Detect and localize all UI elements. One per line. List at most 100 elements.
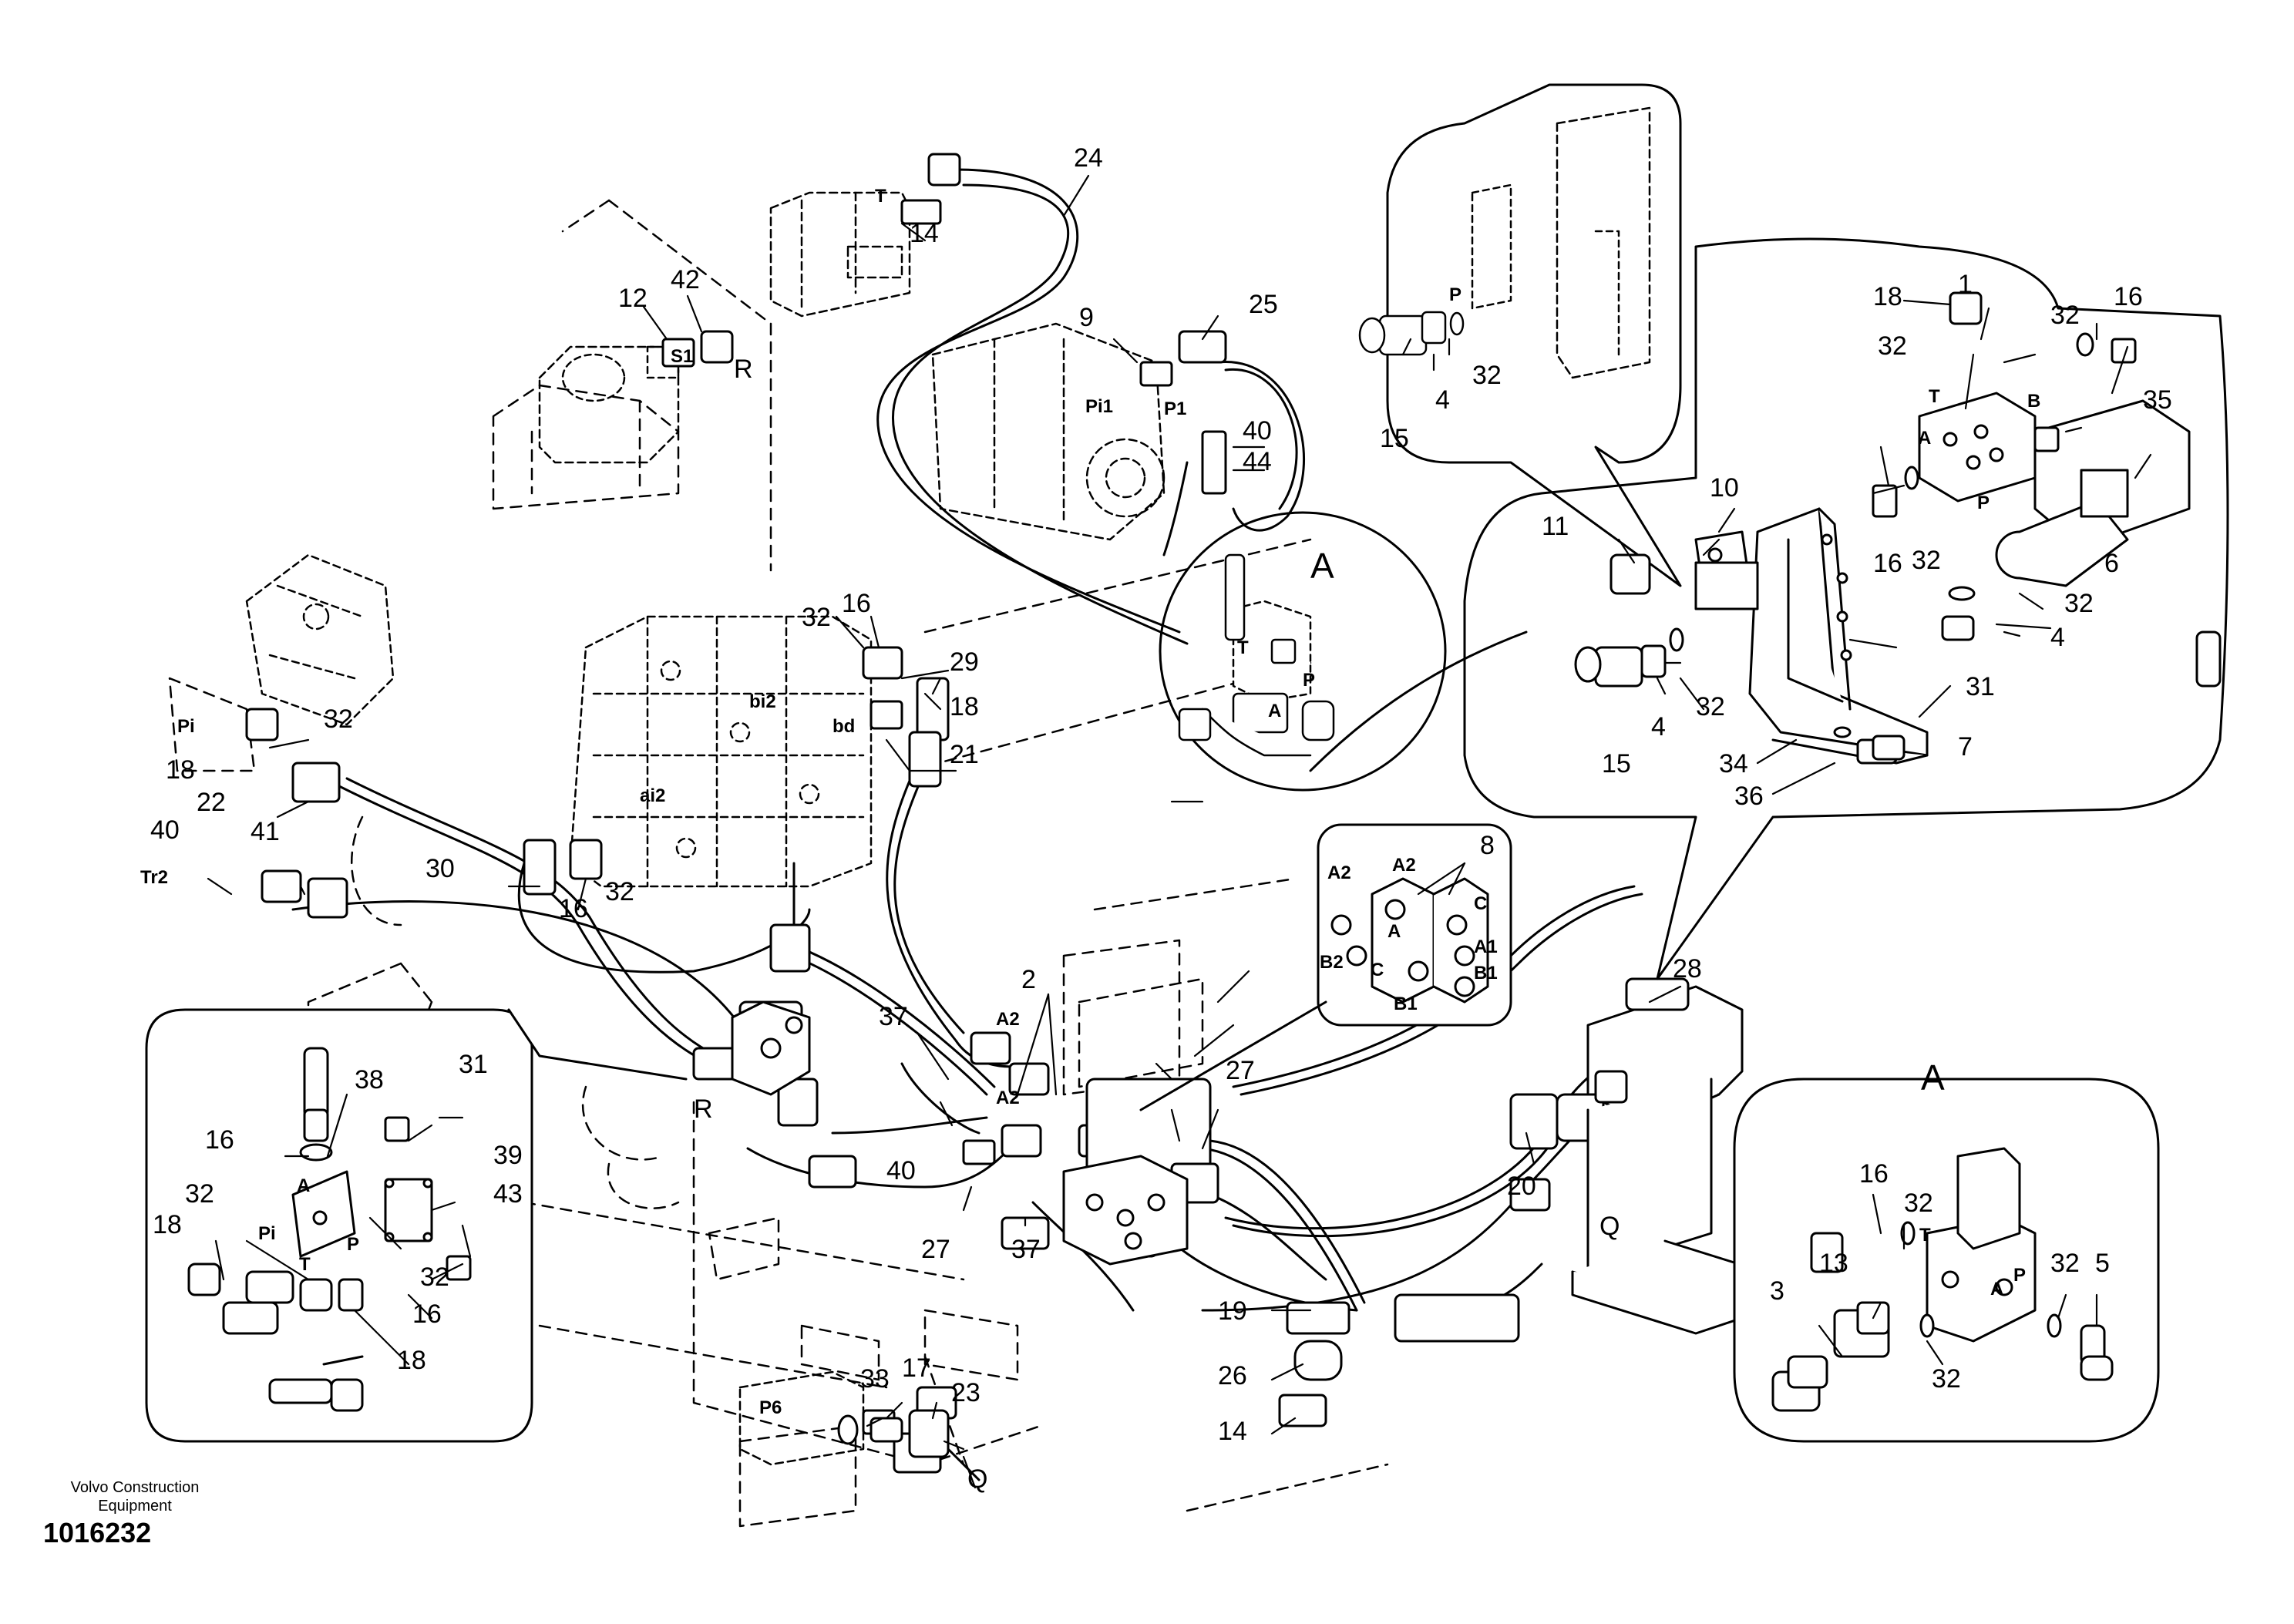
port-pi-inset: Pi xyxy=(258,1223,276,1244)
callout-40-top: 40 xyxy=(1243,416,1272,446)
port-t-top: T xyxy=(875,186,886,207)
port-r-mid: R xyxy=(694,1094,713,1124)
port-bi2: bi2 xyxy=(749,691,776,712)
callout-39: 39 xyxy=(493,1141,523,1170)
port-q-bottom: Q xyxy=(967,1464,987,1494)
machine-frame-outline xyxy=(168,199,1389,1528)
port-pi-left: Pi xyxy=(177,716,195,737)
callout-26: 26 xyxy=(1218,1361,1247,1390)
detail-bubble-pump-contents xyxy=(1178,553,1335,757)
callout-11: 11 xyxy=(1542,512,1569,541)
callout-16-inset: 16 xyxy=(205,1125,234,1155)
callout-41: 41 xyxy=(251,817,280,846)
detail-label-a-inset: A xyxy=(1921,1057,1945,1098)
callout-29: 29 xyxy=(950,647,979,677)
callout-16-ur-b: 16 xyxy=(1873,549,1902,578)
callout-22: 22 xyxy=(197,788,226,817)
port-labels: T S1 R Pi1 P1 Pi bi2 bd ai2 Tr2 R A2 A2 … xyxy=(140,186,2040,1494)
callout-27-right: 27 xyxy=(1226,1056,1255,1085)
port-p-ur: P xyxy=(1977,493,1990,513)
callout-12: 12 xyxy=(618,284,648,313)
port-c-box-right: C xyxy=(1474,893,1487,914)
callout-9: 9 xyxy=(1079,303,1094,332)
hydraulic-pump xyxy=(931,322,1166,541)
port-t-inset: T xyxy=(299,1254,311,1275)
port-a-inset-a: A xyxy=(1990,1279,2003,1300)
callout-16-mid: 16 xyxy=(559,894,588,923)
main-control-valve xyxy=(569,615,873,888)
callout-1: 1 xyxy=(1958,270,1973,299)
callout-43: 43 xyxy=(493,1179,523,1209)
detail-label-a-bubble: A xyxy=(1310,546,1334,586)
callout-numbers: 24 14 12 42 9 25 40 44 32 16 29 18 21 32… xyxy=(150,143,2172,1446)
detail-inset-upper-right-contents xyxy=(1574,291,2222,765)
port-b-ur: B xyxy=(2027,391,2040,412)
callout-16-cv: 16 xyxy=(842,589,871,618)
callout-4-ur: 4 xyxy=(2050,623,2065,652)
callout-18-ur: 18 xyxy=(1873,282,1902,311)
detail-bubble-pump xyxy=(1159,461,1447,792)
port-a-inset: A xyxy=(297,1175,310,1196)
callout-15-top: 15 xyxy=(1380,424,1409,453)
callout-18-left: 18 xyxy=(166,755,195,785)
callout-15-ur: 15 xyxy=(1602,749,1631,778)
callout-16-a: 16 xyxy=(1859,1159,1889,1189)
callout-32-ur-e: 32 xyxy=(1696,692,1725,721)
callout-8: 8 xyxy=(1480,831,1495,860)
callout-7: 7 xyxy=(1958,732,1973,762)
callout-16-inset-b: 16 xyxy=(412,1300,442,1329)
callout-32-cv: 32 xyxy=(802,603,831,632)
detail-inset-upper-right-outline xyxy=(1463,237,2229,980)
port-p-inset-a: P xyxy=(2013,1265,2026,1286)
port-p1: P1 xyxy=(1164,398,1186,419)
callout-21: 21 xyxy=(950,740,979,769)
callout-28: 28 xyxy=(1673,954,1702,983)
callout-27-left: 27 xyxy=(921,1235,950,1264)
callout-17: 17 xyxy=(902,1353,931,1383)
manifold-block xyxy=(1062,1155,1189,1266)
port-t-bubble: T xyxy=(1237,637,1249,658)
callout-25: 25 xyxy=(1249,290,1278,319)
drawing-number: 1016232 xyxy=(43,1517,152,1548)
callout-32-ur-b: 32 xyxy=(1878,331,1907,361)
callout-37-bottom: 37 xyxy=(1011,1235,1041,1264)
port-a2-top: A2 xyxy=(996,1009,1020,1030)
callout-42: 42 xyxy=(671,265,700,294)
bottom-fittings xyxy=(837,1409,980,1481)
port-p-bubble: P xyxy=(1303,670,1315,691)
callout-32-top: 32 xyxy=(1472,361,1502,390)
port-t-inset-a: T xyxy=(1919,1225,1931,1246)
leader-lines xyxy=(207,174,2152,1489)
pilot-valve-block-pi xyxy=(731,1000,811,1096)
callout-16-ur: 16 xyxy=(2114,282,2143,311)
port-b1-box-right: B1 xyxy=(1474,963,1498,983)
port-c-box-left: C xyxy=(1371,960,1384,980)
publisher-credit: Volvo Construction Equipment xyxy=(31,1478,239,1515)
port-a2-box-mid: A2 xyxy=(1392,855,1416,876)
callout-32-inset: 32 xyxy=(185,1179,214,1209)
callout-36: 36 xyxy=(1734,782,1764,811)
detail-box-8 xyxy=(1139,823,1512,1111)
port-a1-box: A1 xyxy=(1474,936,1498,957)
pump-port-block-p6 xyxy=(738,1370,865,1466)
port-tr2: Tr2 xyxy=(140,867,168,888)
port-p-inset: P xyxy=(347,1234,359,1255)
port-p-top: P xyxy=(1449,284,1462,305)
callout-32-ur-a: 32 xyxy=(2050,301,2080,330)
pilot-valve-block-s1 xyxy=(538,345,680,464)
callout-38: 38 xyxy=(355,1065,384,1094)
port-r-top: R xyxy=(734,355,753,384)
callout-18-cv: 18 xyxy=(950,692,979,721)
callout-30: 30 xyxy=(426,854,455,883)
callout-32-a-c: 32 xyxy=(2050,1249,2080,1278)
detail-inset-left-contents xyxy=(187,1047,472,1412)
port-q-right: Q xyxy=(1599,1212,1620,1241)
callout-31-left: 31 xyxy=(459,1050,488,1079)
port-b1-box-bottom: B1 xyxy=(1394,994,1418,1014)
publisher-line-2: Equipment xyxy=(98,1498,172,1515)
callout-40-mid: 40 xyxy=(886,1156,916,1185)
callout-4-ur-b: 4 xyxy=(1651,712,1666,741)
detail-inset-top-outline xyxy=(1386,83,1682,587)
